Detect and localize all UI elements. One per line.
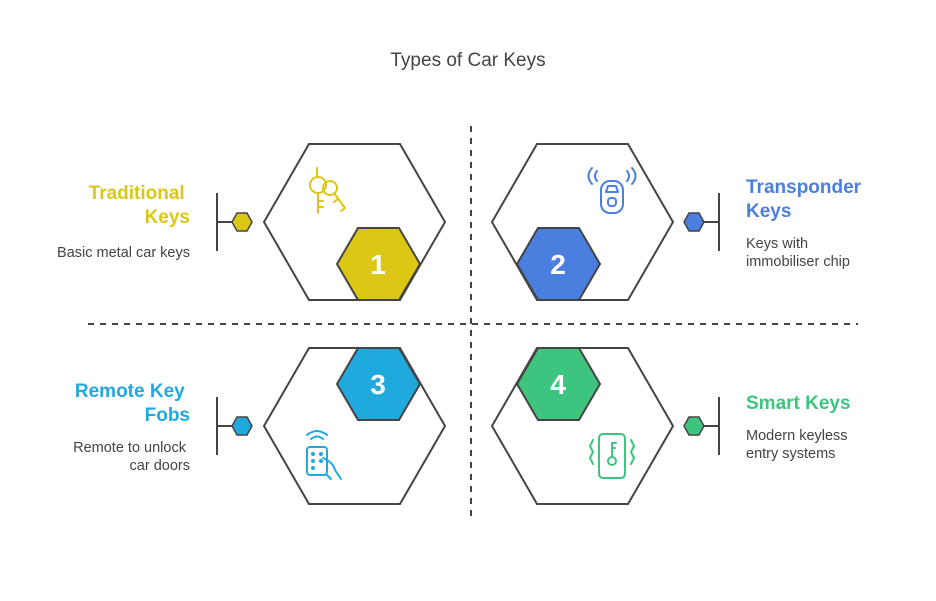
item-remote-key-fobs: 3 Remote Key Fobs Remote to unlock car d… (73, 347, 447, 505)
car-key-signal-icon (587, 167, 637, 214)
item-title: Remote Key Fobs (75, 381, 190, 426)
connector-hexagon (231, 212, 253, 232)
item-title: Transponder Keys (746, 177, 866, 222)
connector-hexagon (683, 212, 705, 232)
item-description: Remote to unlock car doors (73, 440, 190, 474)
connector-hexagon (683, 416, 705, 436)
item-description: Modern keyless entry systems (746, 428, 852, 462)
item-number: 1 (370, 249, 386, 280)
item-title: Traditional Keys (89, 183, 190, 228)
item-title: Smart Keys (746, 393, 851, 414)
item-number: 3 (370, 369, 386, 400)
item-description: Keys with immobiliser chip (746, 236, 850, 270)
number-hexagon (335, 227, 422, 301)
item-transponder-keys: 2 Transponder Keys Keys with immobiliser… (490, 143, 866, 301)
smart-key-icon (589, 433, 635, 479)
number-hexagon (515, 227, 602, 301)
diagram-title: Types of Car Keys (390, 50, 545, 71)
number-hexagon (335, 347, 422, 421)
item-number: 4 (550, 369, 566, 400)
number-hexagon (515, 347, 602, 421)
remote-fob-hand-icon (306, 430, 342, 480)
item-smart-keys: 4 Smart Keys Modern keyless entry system… (490, 347, 852, 505)
connector-hexagon (231, 416, 253, 436)
item-description: Basic metal car keys (57, 245, 190, 261)
item-traditional-keys: 1 Traditional Keys Basic metal car keys (57, 143, 447, 301)
item-number: 2 (550, 249, 566, 280)
keys-icon (309, 167, 346, 214)
